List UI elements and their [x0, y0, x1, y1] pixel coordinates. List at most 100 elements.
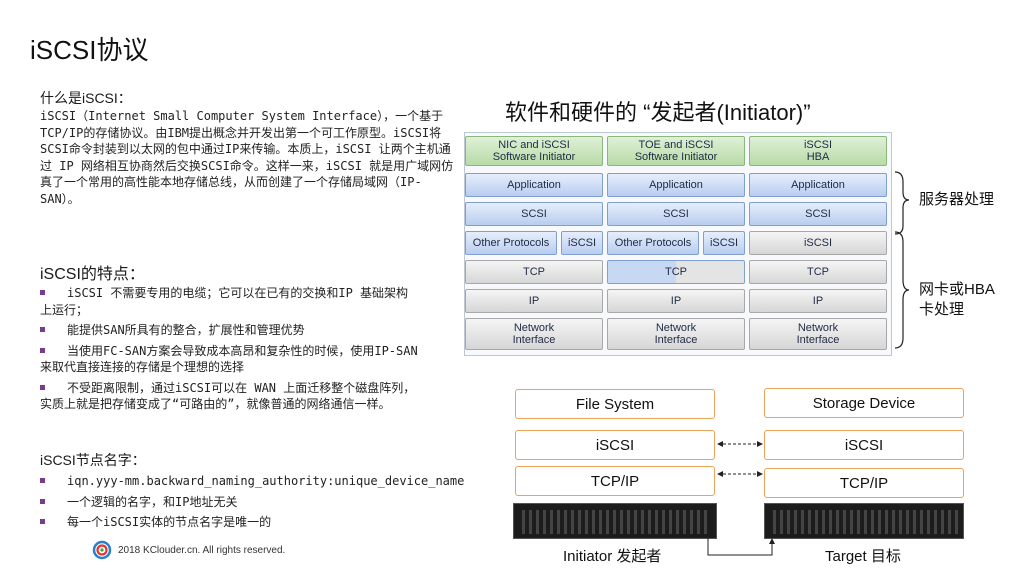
- stack-app: Application: [607, 173, 745, 197]
- drive-bay: [941, 510, 944, 534]
- drive-bay: [627, 510, 630, 534]
- initiator-file-system: File System: [515, 389, 715, 419]
- list-item: iqn.yyy-mm.backward_naming_authority:uni…: [40, 473, 495, 490]
- drive-bay: [697, 510, 700, 534]
- drive-bay: [871, 510, 874, 534]
- drive-bay: [571, 510, 574, 534]
- bullet-icon: [40, 519, 45, 524]
- drive-bay: [948, 510, 951, 534]
- nic-processing-label: 网卡或HBA 卡处理: [919, 281, 995, 318]
- drive-bay: [655, 510, 658, 534]
- stack-tcp: TCP: [465, 260, 603, 284]
- target-iscsi: iSCSI: [764, 430, 964, 460]
- drive-bay: [704, 510, 707, 534]
- stack-header-nic: NIC and iSCSI Software Initiator: [465, 136, 603, 166]
- drive-bay: [522, 510, 525, 534]
- features-heading: iSCSI的特点：: [40, 266, 145, 283]
- target-storage-device: Storage Device: [764, 388, 964, 418]
- stack-ip: IP: [607, 289, 745, 313]
- bullet-icon: [40, 498, 45, 504]
- drive-bay: [808, 510, 811, 534]
- stack-header-toe: TOE and iSCSI Software Initiator: [607, 136, 745, 166]
- stack-other-protocols: Other Protocols: [465, 231, 557, 255]
- drive-bay: [780, 510, 783, 534]
- drive-bay: [801, 510, 804, 534]
- stack-iscsi: iSCSI: [703, 231, 745, 255]
- drive-bay: [920, 510, 923, 534]
- stack-network-interface: Network Interface: [465, 318, 603, 350]
- drive-bay: [543, 510, 546, 534]
- stack-network-interface: Network Interface: [749, 318, 887, 350]
- footer: 2018 KClouder.cn. All rights reserved.: [92, 540, 285, 560]
- stack-scsi: SCSI: [465, 202, 603, 226]
- drive-bay: [815, 510, 818, 534]
- drive-bay: [634, 510, 637, 534]
- stack-scsi: SCSI: [749, 202, 887, 226]
- stack-scsi: SCSI: [607, 202, 745, 226]
- diagram-title: 软件和硬件的 “发起者(Initiator)”: [505, 100, 811, 125]
- intro-heading: 什么是iSCSI：: [40, 90, 132, 106]
- drive-bay: [829, 510, 832, 534]
- list-item: 一个逻辑的名字，和IP地址无关: [40, 494, 495, 511]
- drive-bay: [794, 510, 797, 534]
- kclouder-logo-icon: [92, 540, 112, 560]
- bullet-icon: [40, 384, 45, 390]
- drive-bay: [913, 510, 916, 534]
- drive-bay: [550, 510, 553, 534]
- brace-icon: [894, 171, 910, 349]
- stack-network-interface: Network Interface: [607, 318, 745, 350]
- list-item: 能提供SAN所具有的整合，扩展性和管理优势: [40, 322, 420, 339]
- bottom-link-arrow: [707, 537, 775, 556]
- drive-bay: [662, 510, 665, 534]
- drive-bay: [564, 510, 567, 534]
- stack-app: Application: [749, 173, 887, 197]
- drive-bay: [578, 510, 581, 534]
- target-tcpip: TCP/IP: [764, 468, 964, 498]
- connection-arrows: [717, 441, 763, 477]
- drive-bay: [536, 510, 539, 534]
- drive-bay: [599, 510, 602, 534]
- list-item: iSCSI 不需要专用的电缆；它可以在已有的交换和IP 基础架构上运行；: [40, 286, 409, 317]
- naming-heading: iSCSI节点名字：: [40, 452, 146, 468]
- stack-ip: IP: [465, 289, 603, 313]
- initiator-server-image: [513, 503, 717, 539]
- slide-title: iSCSI协议: [30, 35, 149, 65]
- drive-bay: [822, 510, 825, 534]
- initiator-caption: Initiator 发起者: [563, 548, 662, 565]
- intro-paragraph: iSCSI（Internet Small Computer System Int…: [40, 109, 454, 206]
- drive-bay: [773, 510, 776, 534]
- drive-bay: [906, 510, 909, 534]
- server-processing-label: 服务器处理: [919, 191, 995, 208]
- drive-bay: [690, 510, 693, 534]
- target-caption: Target 目标: [825, 548, 901, 565]
- naming-list: iqn.yyy-mm.backward_naming_authority:uni…: [40, 473, 495, 535]
- stack-ip: IP: [749, 289, 887, 313]
- initiator-tcpip: TCP/IP: [515, 466, 715, 496]
- drive-bay: [892, 510, 895, 534]
- drive-bay: [592, 510, 595, 534]
- stack-app: Application: [465, 173, 603, 197]
- list-item: 当使用FC-SAN方案会导致成本高昂和复杂性的时候，使用IP-SAN来取代直接连…: [40, 343, 418, 374]
- stack-iscsi: iSCSI: [561, 231, 603, 255]
- list-item: 每一个iSCSI实体的节点名字是唯一的: [40, 514, 495, 531]
- drive-bay: [885, 510, 888, 534]
- drive-bay: [878, 510, 881, 534]
- bullet-icon: [40, 290, 45, 295]
- drive-bay: [557, 510, 560, 534]
- drive-bay: [857, 510, 860, 534]
- bullet-icon: [40, 347, 45, 353]
- drive-bay: [787, 510, 790, 534]
- features-list: iSCSI 不需要专用的电缆；它可以在已有的交换和IP 基础架构上运行； 能提供…: [40, 285, 420, 417]
- drive-bay: [676, 510, 679, 534]
- drive-bay: [683, 510, 686, 534]
- drive-bay: [648, 510, 651, 534]
- drive-bay: [955, 510, 958, 534]
- drive-bay: [585, 510, 588, 534]
- bullet-icon: [40, 327, 45, 332]
- protocol-stack: NIC and iSCSI Software Initiator Applica…: [464, 132, 892, 356]
- stack-tcp: TCP: [607, 260, 745, 284]
- drive-bay: [850, 510, 853, 534]
- stack-other-protocols: Other Protocols: [607, 231, 699, 255]
- drive-bay: [669, 510, 672, 534]
- drive-bay: [864, 510, 867, 534]
